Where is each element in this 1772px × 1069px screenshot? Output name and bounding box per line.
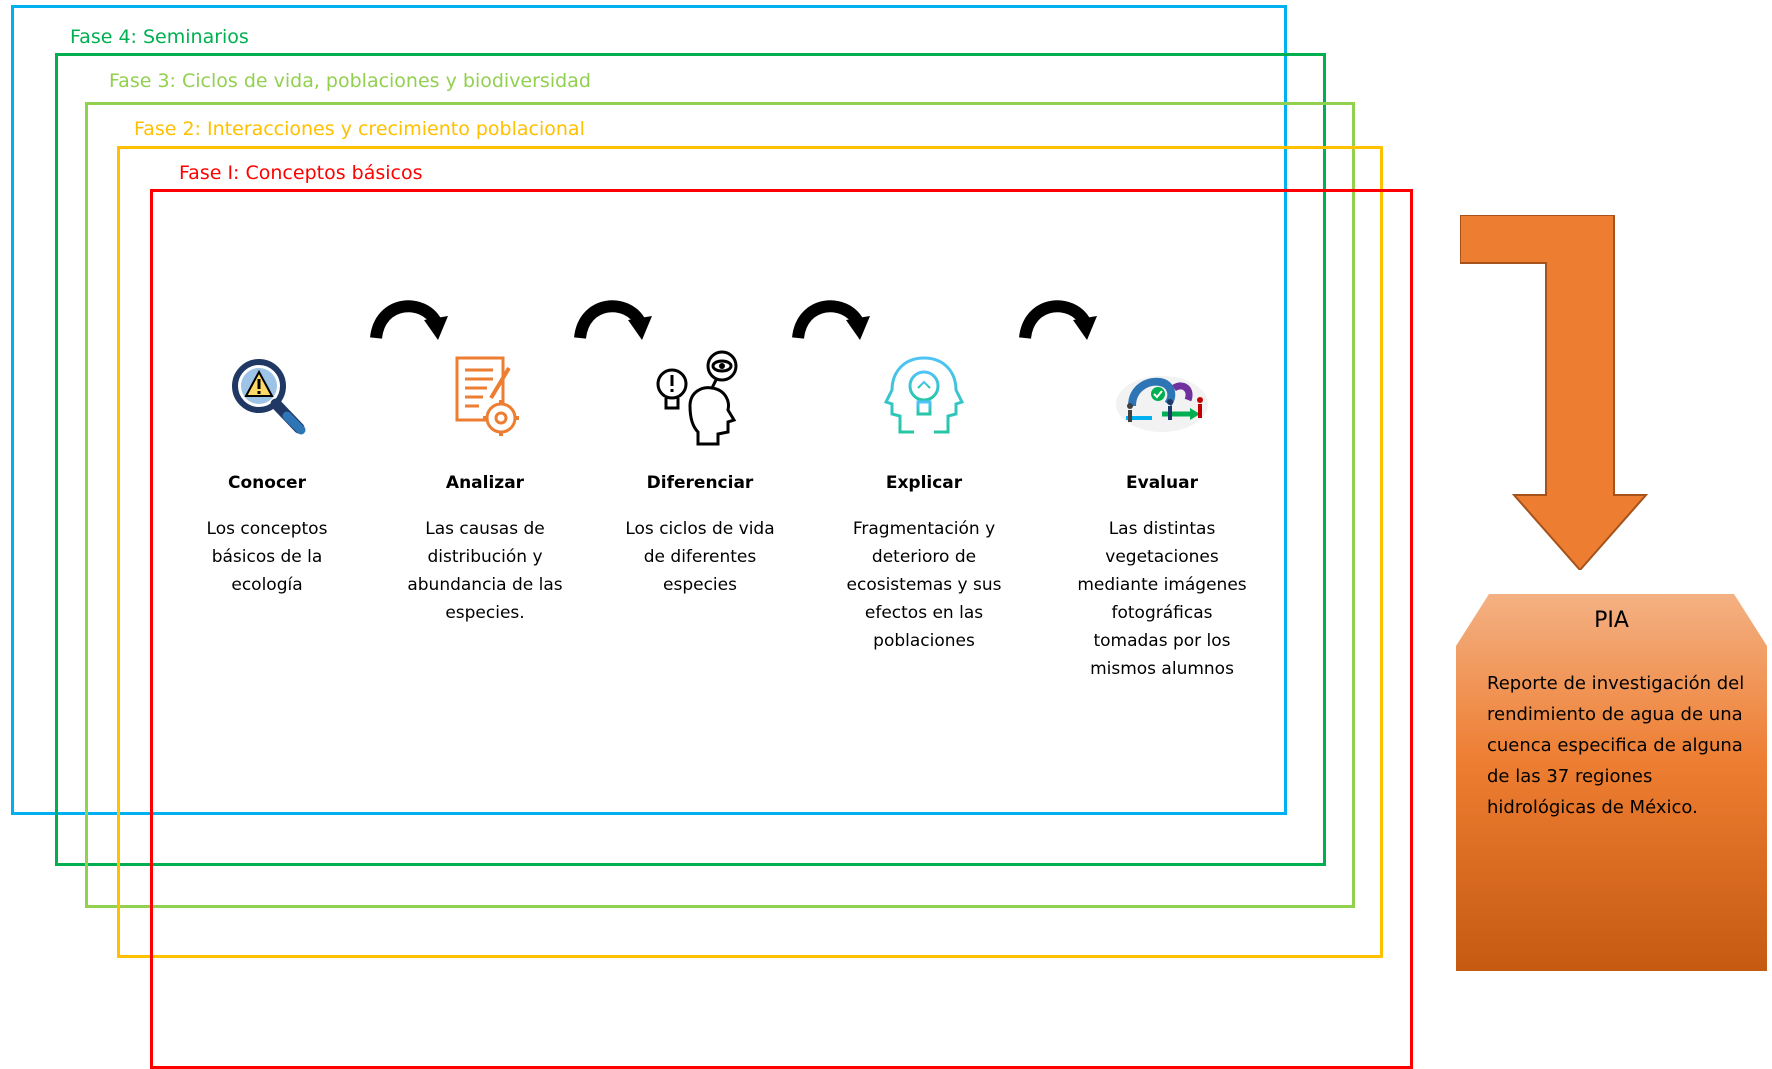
stage-title: Conocer <box>228 473 306 493</box>
phase-3-frame <box>85 102 1355 908</box>
heads-lightbulb-icon <box>883 356 965 434</box>
curve-arrow-icon <box>574 300 652 340</box>
stage-description: Fragmentación y deterioro de ecosistemas… <box>846 519 1002 651</box>
pia-description: Reporte de investigación del rendimiento… <box>1487 673 1745 818</box>
stage-description: Los ciclos de vida de diferentes especie… <box>625 519 775 595</box>
curve-arrow-icon <box>370 300 448 340</box>
magnifier-warning-icon <box>232 359 306 435</box>
bent-down-arrow-icon <box>1460 215 1649 570</box>
team-evaluation-icon <box>1116 376 1208 432</box>
curve-arrow-icon <box>1019 300 1097 340</box>
phase-3-label: Fase 3: Ciclos de vida, poblaciones y bi… <box>107 70 593 92</box>
stage-description: Las causas de distribución y abundancia … <box>407 519 563 623</box>
stage-title: Diferenciar <box>646 473 754 493</box>
stage-description: Los conceptos básicos de la ecología <box>206 519 328 595</box>
stage-title: Analizar <box>445 473 525 493</box>
stage-description: Las distintas vegetaciones mediante imág… <box>1077 519 1247 679</box>
phase-1-label: Fase I: Conceptos básicos <box>177 162 425 184</box>
phase-4-frame <box>55 53 1326 866</box>
curve-arrow-icon <box>792 300 870 340</box>
phase-2-label: Fase 2: Interacciones y crecimiento pobl… <box>132 118 587 140</box>
head-eye-icon <box>656 350 738 446</box>
pia-box <box>1456 594 1767 971</box>
pia-title: PIA <box>1594 608 1629 633</box>
phase-2-frame <box>117 146 1383 958</box>
stage-title: Evaluar <box>1126 473 1198 493</box>
stage-conocer: Conocer Los conceptos básicos de la ecol… <box>182 348 352 599</box>
document-gear-icon <box>455 356 519 436</box>
stage-evaluar: Evaluar Las distintas vegetaciones media… <box>1077 348 1247 683</box>
stage-explicar: Explicar Fragmentación y deterioro de ec… <box>839 348 1009 655</box>
stage-diferenciar: Diferenciar Los ciclos de vida de difere… <box>615 348 785 599</box>
stage-title: Explicar <box>885 473 963 493</box>
stage-analizar: Analizar Las causas de distribución y ab… <box>400 348 570 627</box>
phase-frame-blue <box>11 5 1287 815</box>
phase-4-label: Fase 4: Seminarios <box>68 26 251 48</box>
